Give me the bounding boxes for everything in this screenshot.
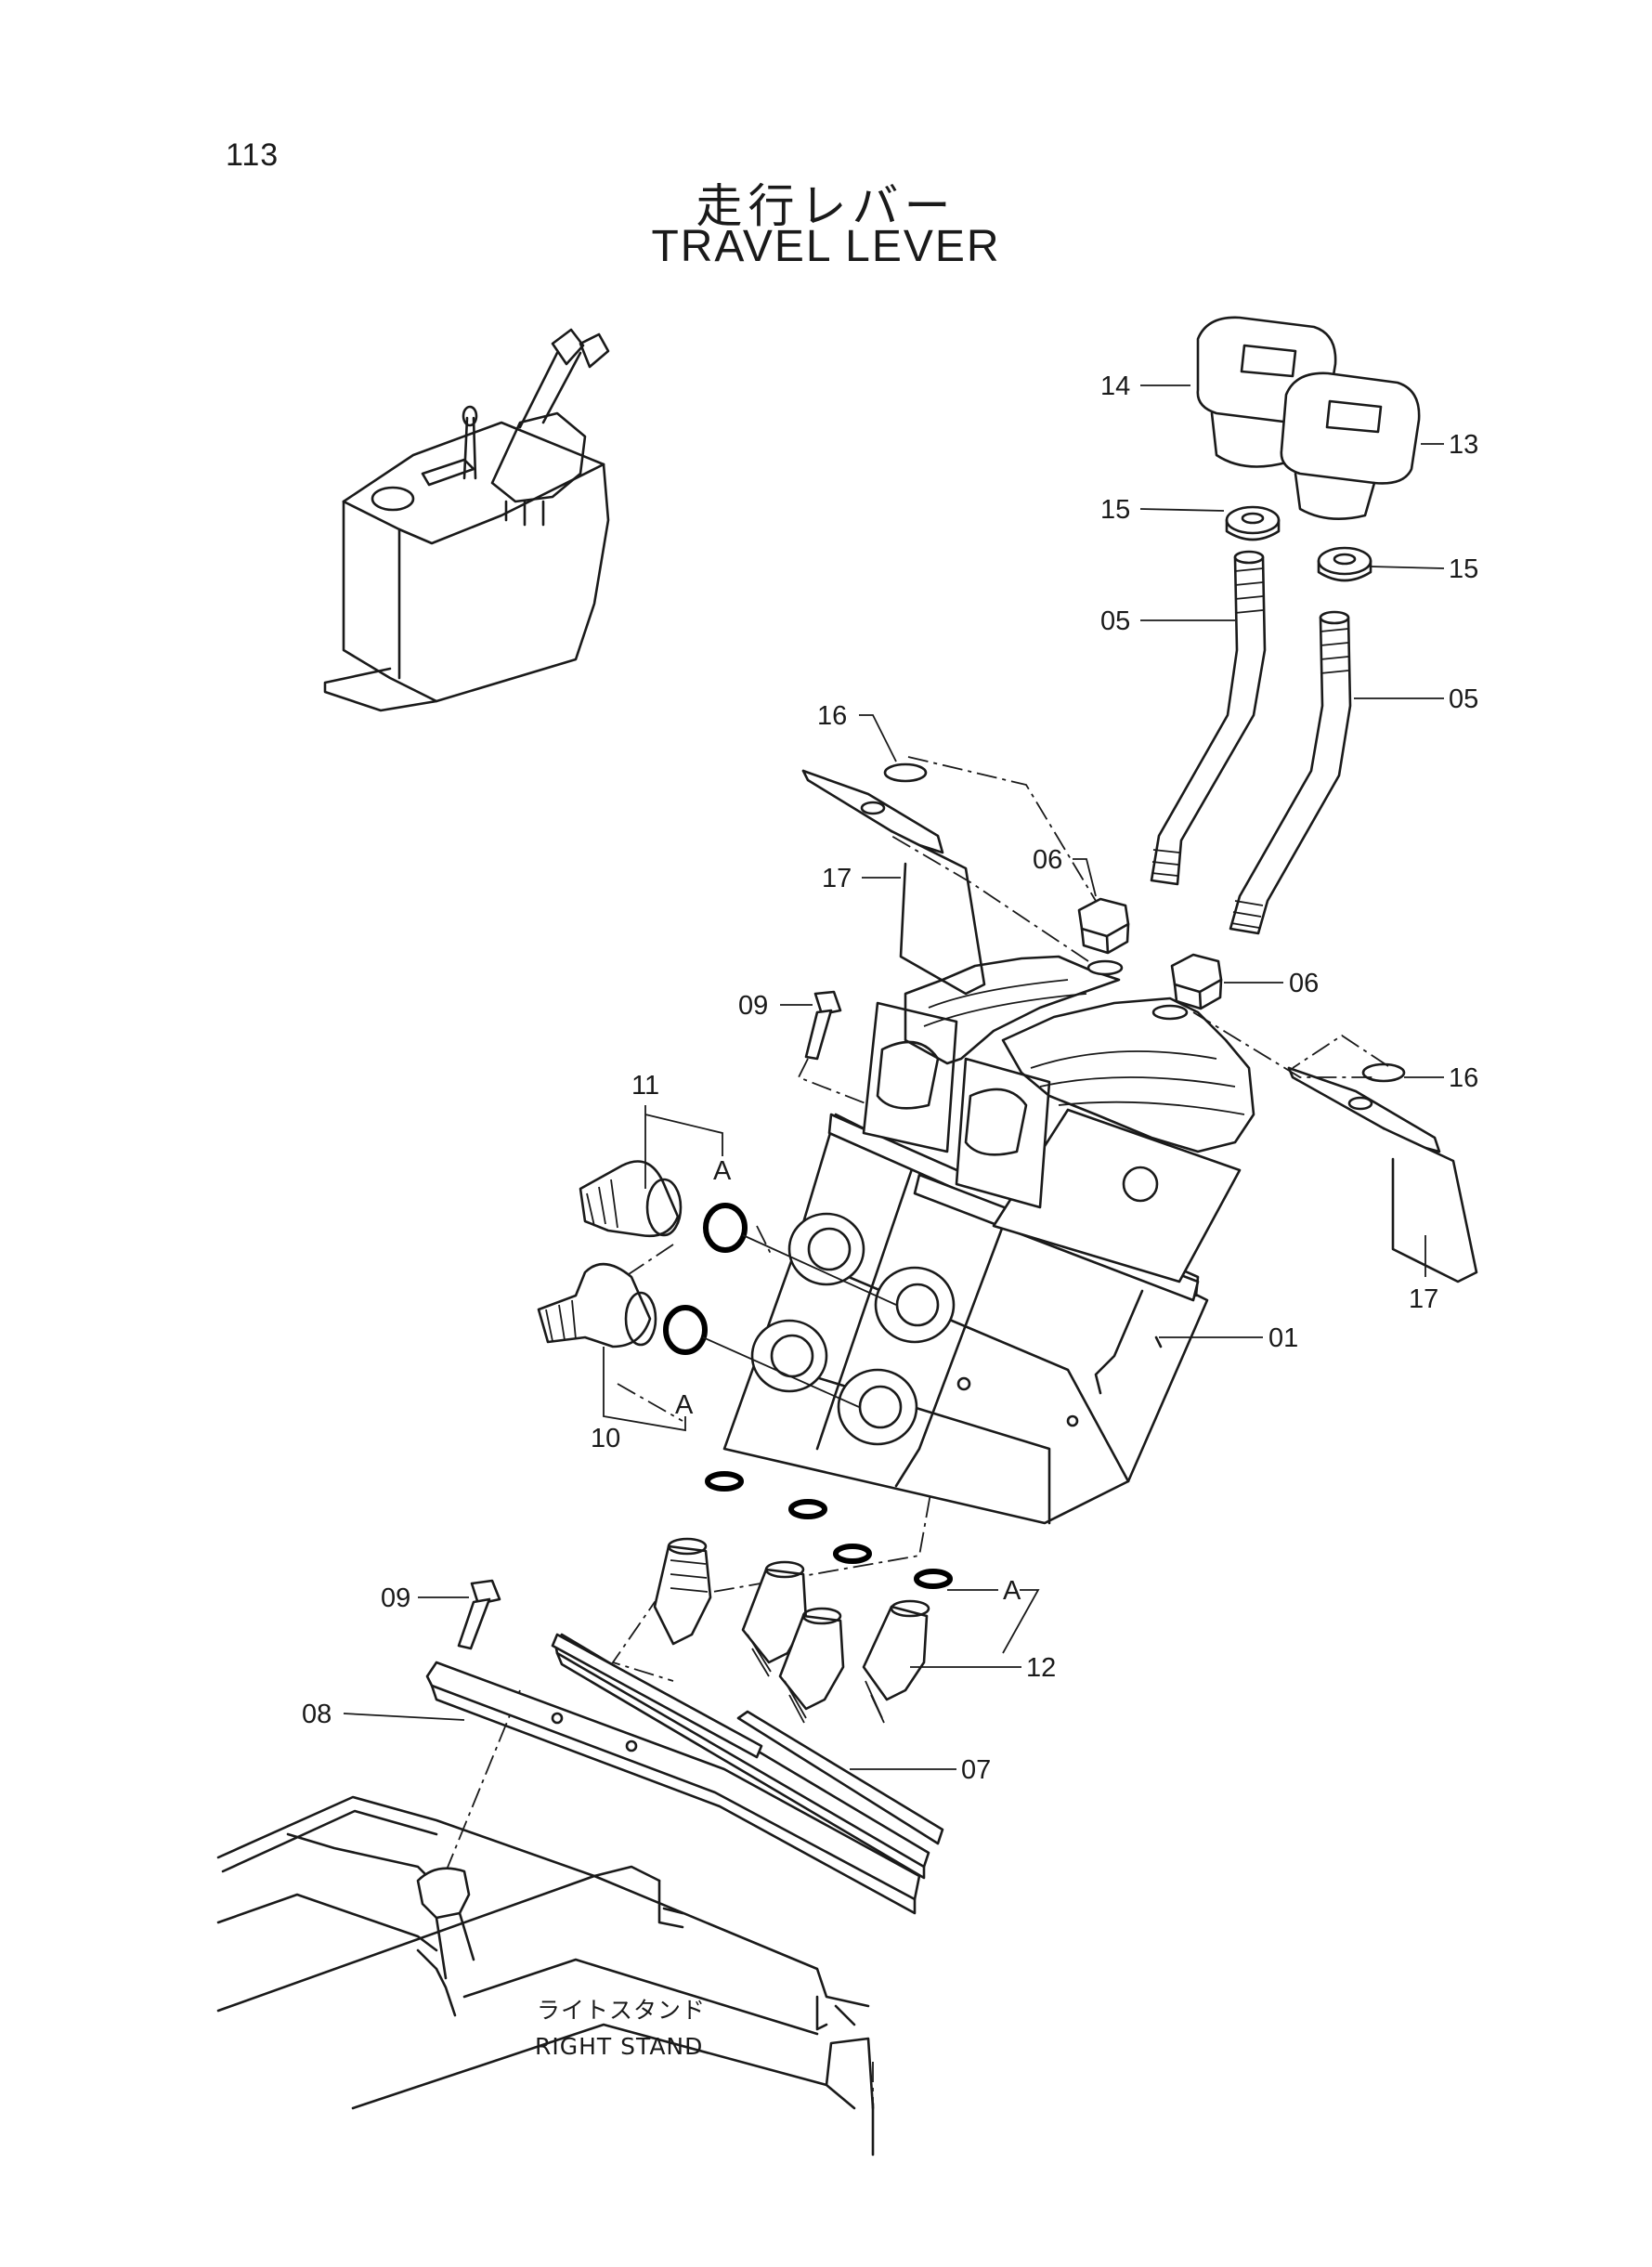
label-13: 13 bbox=[1449, 430, 1478, 460]
connector-12-b bbox=[741, 1560, 808, 1677]
label-05-right: 05 bbox=[1449, 684, 1478, 714]
label-14: 14 bbox=[1100, 371, 1130, 401]
nut-15-right bbox=[1317, 546, 1372, 582]
right-stand bbox=[216, 1795, 875, 2156]
title-english: TRAVEL LEVER bbox=[651, 222, 1001, 271]
bracket-17-left bbox=[801, 769, 986, 996]
lever-05-right bbox=[1229, 610, 1352, 935]
elbow-fitting-10 bbox=[537, 1262, 657, 1348]
lever-05-left bbox=[1150, 550, 1267, 886]
label-a-upper: A bbox=[713, 1156, 732, 1186]
plate-08 bbox=[425, 1661, 921, 1915]
elbow-fitting-11 bbox=[579, 1160, 683, 1238]
label-09-lower: 09 bbox=[381, 1583, 410, 1613]
label-a-lower: A bbox=[675, 1390, 694, 1420]
label-09-upper: 09 bbox=[738, 991, 768, 1021]
connector-12-a bbox=[653, 1537, 712, 1646]
bracket-17-right bbox=[1287, 1066, 1478, 1283]
label-01: 01 bbox=[1268, 1323, 1298, 1353]
connector-12-d bbox=[862, 1599, 930, 1724]
port-bosses bbox=[750, 1212, 956, 1446]
o-ring-a-lower bbox=[663, 1305, 708, 1355]
label-08: 08 bbox=[302, 1700, 332, 1729]
label-10: 10 bbox=[591, 1424, 620, 1453]
label-15-left: 15 bbox=[1100, 495, 1130, 525]
label-07: 07 bbox=[961, 1755, 991, 1785]
overview-inset bbox=[323, 328, 610, 712]
label-a-fittings: A bbox=[1003, 1576, 1021, 1606]
pilot-valve-body-01 bbox=[722, 955, 1255, 1525]
connector-12-c bbox=[778, 1607, 845, 1724]
part-callouts: 14 13 15 15 05 05 16 16 17 17 06 06 09 0… bbox=[302, 371, 1478, 1785]
plate-07 bbox=[551, 1633, 944, 1880]
plunger-right bbox=[964, 1088, 1028, 1156]
label-11: 11 bbox=[631, 1071, 659, 1101]
rubber-boot bbox=[904, 955, 1255, 1153]
label-06-right: 06 bbox=[1289, 969, 1319, 998]
label-16-left: 16 bbox=[817, 701, 847, 731]
label-16-right: 16 bbox=[1449, 1063, 1478, 1093]
label-12: 12 bbox=[1026, 1653, 1056, 1683]
washer-16-right bbox=[1361, 1062, 1406, 1083]
washer-16-left bbox=[883, 762, 928, 783]
stand-label-japanese: ライトスタンド bbox=[537, 1997, 706, 2024]
label-06-left: 06 bbox=[1033, 845, 1062, 875]
label-17-left: 17 bbox=[822, 864, 852, 893]
bolt-09-upper bbox=[804, 990, 842, 1061]
label-15-right: 15 bbox=[1449, 554, 1478, 584]
nut-06-left bbox=[1077, 897, 1130, 955]
o-rings-a-bottom bbox=[705, 1471, 953, 1589]
label-05-left: 05 bbox=[1100, 606, 1130, 636]
label-17-right: 17 bbox=[1409, 1284, 1438, 1314]
plunger-left bbox=[876, 1040, 940, 1110]
knob-13 bbox=[1280, 371, 1421, 520]
nut-15-left bbox=[1225, 505, 1281, 541]
bolt-09-lower bbox=[457, 1579, 501, 1650]
stand-label-english: RIGHT STAND bbox=[535, 2033, 703, 2060]
page-number: 113 bbox=[226, 137, 280, 173]
nut-06-right bbox=[1170, 953, 1223, 1010]
title-japanese: 走行レバー bbox=[696, 179, 956, 233]
o-ring-a-upper bbox=[703, 1203, 748, 1253]
